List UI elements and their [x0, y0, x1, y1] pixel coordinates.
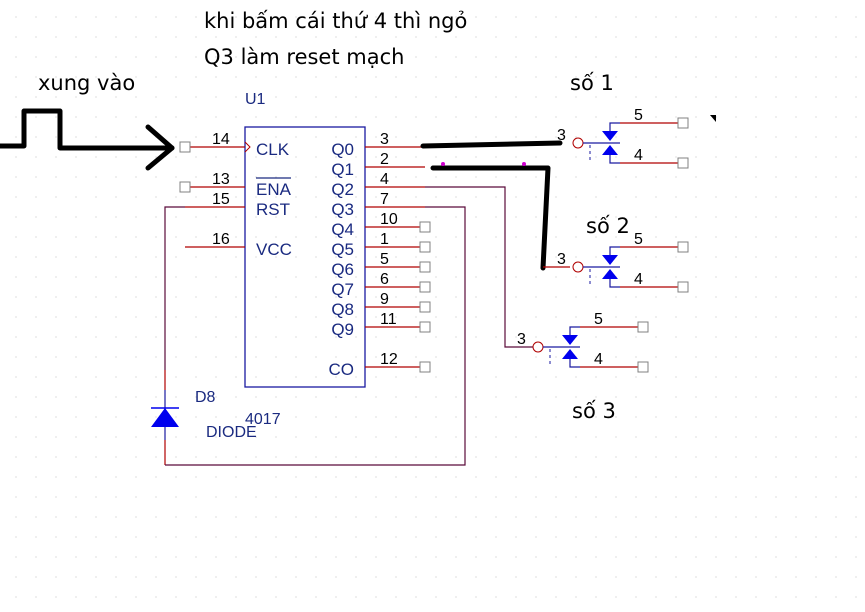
ic-part-number: 4017 — [245, 411, 281, 428]
switch-pin-top: 5 — [634, 107, 643, 124]
switch-pin-in: 3 — [557, 251, 566, 268]
diode-refdes: D8 — [195, 389, 216, 406]
stray-mark — [710, 115, 716, 122]
pulse-input-drawing — [0, 108, 175, 171]
hand-drawn-wires — [420, 140, 563, 271]
pin-number: 14 — [212, 131, 230, 148]
pin-q3[interactable]: 7Q3 — [331, 191, 425, 219]
pin-q8[interactable]: 9Q8 — [331, 291, 431, 319]
junction-dot — [522, 162, 526, 166]
pin-name: Q3 — [331, 200, 354, 219]
pin-number: 4 — [380, 171, 389, 188]
ic-refdes: U1 — [245, 91, 266, 108]
pin-number: 2 — [380, 151, 389, 168]
pin-q2[interactable]: 4Q2 — [331, 171, 425, 199]
q2-wire — [425, 186, 540, 348]
pin-name: RST — [256, 200, 290, 219]
pin-name: Q6 — [331, 260, 354, 279]
pin-q0[interactable]: 3Q0 — [331, 131, 425, 159]
push-switch-3[interactable]: 3 5 4 — [517, 311, 649, 373]
display-label-3: số 3 — [572, 399, 616, 423]
pin-q6[interactable]: 5Q6 — [331, 251, 431, 279]
note-line-2: Q3 làm reset mạch — [204, 45, 404, 69]
pin-name: Q7 — [331, 280, 354, 299]
switch-pin-in: 3 — [557, 127, 566, 144]
pin-number: 16 — [212, 231, 230, 248]
pin-name: Q1 — [331, 160, 354, 179]
pin-ena[interactable]: 13 ENA — [179, 171, 292, 199]
pin-number: 9 — [380, 291, 389, 308]
switch-pin-bottom: 4 — [634, 271, 643, 288]
pin-q7[interactable]: 6Q7 — [331, 271, 431, 299]
switch-pin-in: 3 — [517, 331, 526, 348]
pin-number: 5 — [380, 251, 389, 268]
pin-q1[interactable]: 2Q1 — [331, 151, 425, 179]
pin-name: VCC — [256, 240, 292, 259]
pin-name: Q2 — [331, 180, 354, 199]
pin-vcc[interactable]: 16 VCC — [185, 231, 292, 259]
pin-number: 10 — [380, 211, 398, 228]
push-switch-2[interactable]: 3 5 4 — [557, 231, 689, 293]
pin-name: Q0 — [331, 140, 354, 159]
pin-name: CLK — [256, 140, 290, 159]
switches: 3 5 4 3 5 4 3 5 4 — [517, 107, 689, 373]
pin-name: Q9 — [331, 320, 354, 339]
pin-number: 11 — [380, 311, 397, 328]
pin-number: 12 — [380, 351, 398, 368]
diode-value: DIODE — [206, 424, 257, 441]
pin-q5[interactable]: 1Q5 — [331, 231, 431, 259]
pin-number: 3 — [380, 131, 389, 148]
diode-d8[interactable]: D8 DIODE — [151, 389, 257, 441]
pin-name: Q5 — [331, 240, 354, 259]
pin-name: Q8 — [331, 300, 354, 319]
pin-clk[interactable]: 14 CLK — [179, 131, 290, 159]
pin-number: 15 — [212, 191, 230, 208]
switch-pin-bottom: 4 — [634, 147, 643, 164]
pin-number: 13 — [212, 171, 230, 188]
pin-number: 1 — [380, 231, 389, 248]
note-line-1: khi bấm cái thứ 4 thì ngỏ — [204, 9, 467, 33]
display-label-1: số 1 — [570, 71, 614, 95]
switch-pin-bottom: 4 — [594, 351, 603, 368]
input-label: xung vào — [38, 71, 135, 95]
pin-name: Q4 — [331, 220, 354, 239]
ic-4017-body[interactable] — [244, 126, 366, 388]
pin-number: 7 — [380, 191, 389, 208]
push-switch-1[interactable]: 3 5 4 — [557, 107, 689, 169]
switch-pin-top: 5 — [594, 311, 603, 328]
pin-name: ENA — [256, 180, 292, 199]
reset-feedback-wire — [164, 206, 466, 466]
display-label-2: số 2 — [586, 214, 630, 238]
switch-pin-top: 5 — [634, 231, 643, 248]
pin-number: 6 — [380, 271, 389, 288]
junction-dot — [441, 162, 445, 166]
pin-name: CO — [329, 360, 355, 379]
pin-rst[interactable]: 15 RST — [185, 191, 290, 219]
